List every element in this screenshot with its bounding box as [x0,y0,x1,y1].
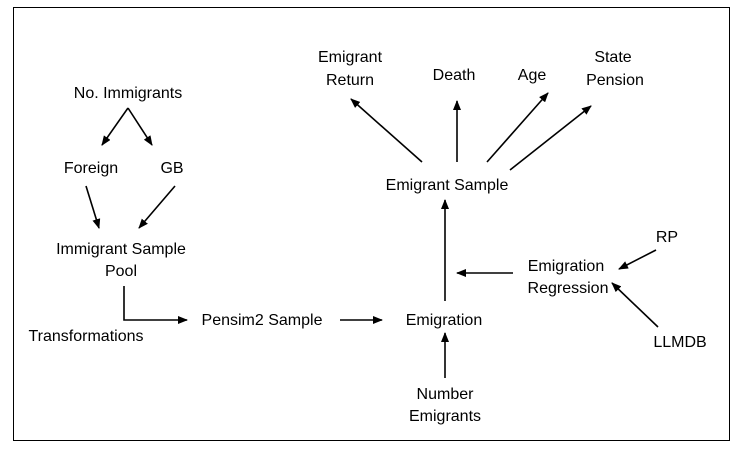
node-state-pension-line1: State [594,49,631,66]
node-death: Death [433,67,476,84]
arrow-no-immigrants-to-gb [127,107,153,146]
arrow-sample-to-emigrant-return [350,98,423,163]
arrow-pool-to-pensim2 [123,286,188,324]
node-number-emigrants-line2: Emigrants [409,408,481,425]
node-llmdb: LLMDB [653,334,706,351]
node-emigrant-return-line1: Emigrant [318,49,383,66]
arrow-no-immigrants-to-foreign [101,107,129,146]
node-rp: RP [656,229,678,246]
node-emigration-regression-line1: Emigration [528,258,604,275]
arrow-llmdb-to-regression [611,282,659,328]
node-emigrant-sample: Emigrant Sample [386,177,509,194]
node-immigrant-sample-pool-line1: Immigrant Sample [56,241,186,258]
node-foreign: Foreign [64,160,118,177]
node-number-emigrants-line1: Number [417,386,475,403]
arrow-foreign-to-pool [85,185,101,229]
arrow-sample-to-age [486,92,549,163]
arrow-rp-to-regression [618,249,657,270]
node-pensim2-sample: Pensim2 Sample [202,312,323,329]
node-emigration: Emigration [406,312,482,329]
diagram-frame [13,7,730,441]
node-immigrant-sample-pool-line2: Pool [105,263,137,280]
node-state-pension-line2: Pension [586,72,644,89]
node-gb: GB [160,160,183,177]
node-age: Age [518,67,547,84]
arrow-sample-to-state-pension [509,105,592,171]
node-transformations: Transformations [29,328,144,345]
node-emigration-regression-line2: Regression [528,280,609,297]
node-no-immigrants: No. Immigrants [74,85,182,102]
arrow-gb-to-pool [138,185,176,229]
node-emigrant-return-line2: Return [326,72,374,89]
